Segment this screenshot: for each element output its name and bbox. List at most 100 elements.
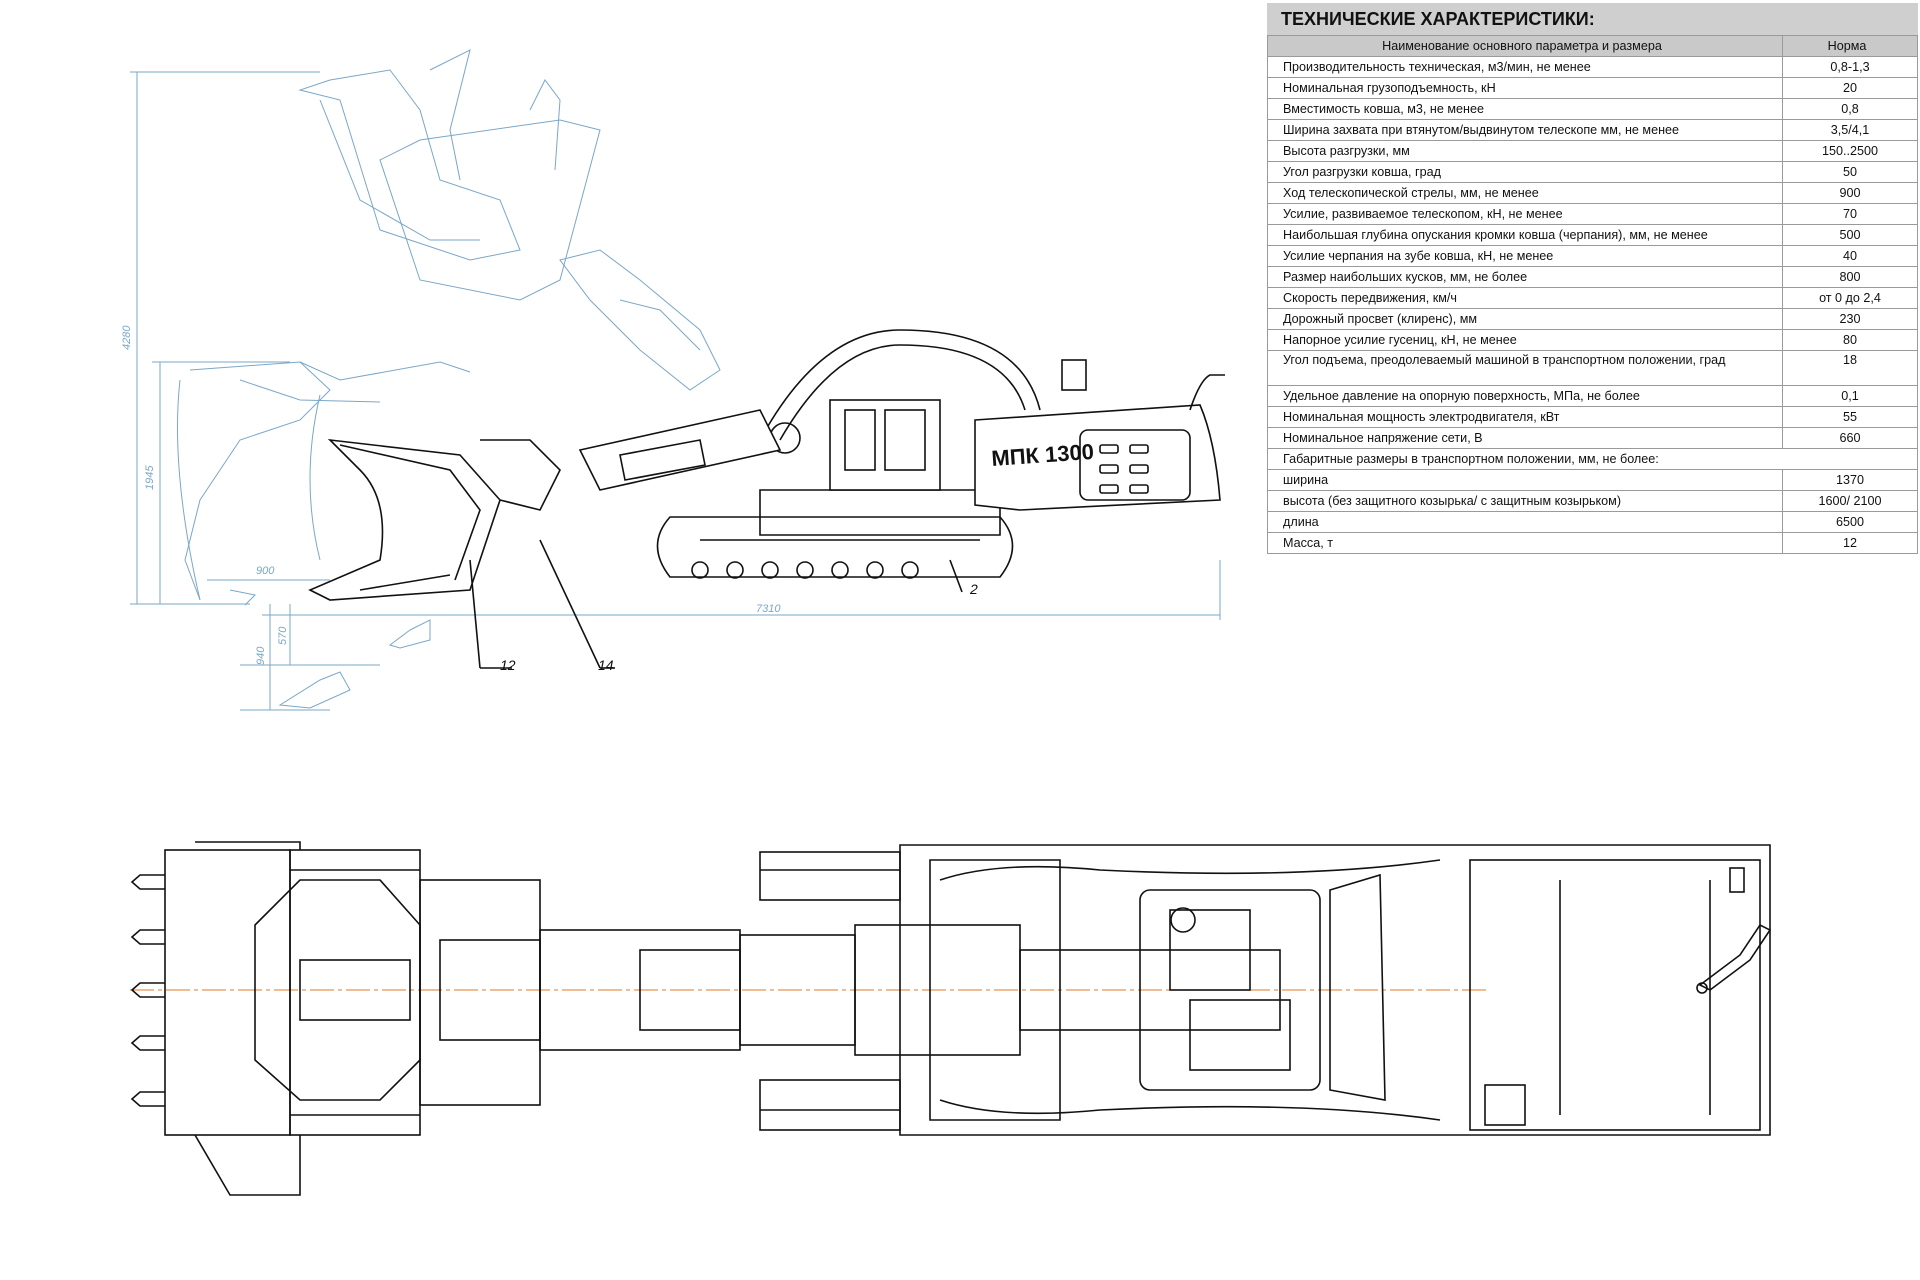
bucket-top (164, 849, 291, 1136)
param-name: высота (без защитного козырька/ с защитн… (1267, 490, 1783, 512)
param-name: Угол подъема, преодолеваемый машиной в т… (1267, 350, 1783, 386)
dim-depth-1: 570 (277, 626, 289, 645)
param-value: 6500 (1782, 511, 1918, 533)
left-track (759, 851, 901, 901)
header-parameter: Наименование основного параметра и разме… (1267, 35, 1783, 57)
roll-cage (759, 329, 1041, 441)
param-name: Удельное давление на опорную поверхность… (1267, 385, 1783, 407)
right-track (759, 1079, 901, 1131)
main-body (899, 844, 1771, 1136)
param-value: 55 (1782, 406, 1918, 428)
param-value: 20 (1782, 77, 1918, 99)
param-name: Размер наибольших кусков, мм, не более (1267, 266, 1783, 288)
param-name: Усилие черпания на зубе ковша, кН, не ме… (1267, 245, 1783, 267)
spec-table: Наименование основного параметра и разме… (1267, 35, 1918, 554)
callout-2: 2 (969, 581, 978, 597)
param-value: 230 (1782, 308, 1918, 330)
param-name: Дорожный просвет (клиренс), мм (1267, 308, 1783, 330)
table-row: Ход телескопической стрелы, мм, не менее… (1267, 182, 1918, 204)
dimension-lines (130, 71, 1221, 711)
top-view-machine (130, 841, 1772, 1196)
table-row: Усилие черпания на зубе ковша, кН, не ме… (1267, 245, 1918, 267)
table-row: Удельное давление на опорную поверхность… (1267, 385, 1918, 407)
param-name: Номинальная мощность электродвигателя, к… (1267, 406, 1783, 428)
table-row: Габаритные размеры в транспортном положе… (1267, 448, 1918, 470)
callout-12: 12 (500, 657, 516, 673)
param-name: Ход телескопической стрелы, мм, не менее (1267, 182, 1783, 204)
param-name: Напорное усилие гусениц, кН, не менее (1267, 329, 1783, 351)
param-value: 800 (1782, 266, 1918, 288)
dim-length: 7310 (756, 603, 781, 615)
dim-reach: 900 (256, 565, 275, 577)
spec-header-row: Наименование основного параметра и разме… (1267, 35, 1918, 57)
param-value: 1600/ 2100 (1782, 490, 1918, 512)
table-row: высота (без защитного козырька/ с защитн… (1267, 490, 1918, 512)
table-row: Ширина захвата при втянутом/выдвинутом т… (1267, 119, 1918, 141)
dim-height-lower: 1945 (144, 465, 156, 490)
telescopic-boom-top (739, 934, 856, 1046)
param-name: Номинальное напряжение сети, В (1267, 427, 1783, 449)
param-name: Производительность техническая, м3/мин, … (1267, 56, 1783, 78)
rear-housing (974, 404, 1221, 511)
spec-title: ТЕХНИЧЕСКИЕ ХАРАКТЕРИСТИКИ: (1267, 3, 1918, 35)
dim-depth-2: 940 (255, 646, 267, 665)
param-value: 0,8-1,3 (1782, 56, 1918, 78)
rear-compartment (1469, 859, 1761, 1131)
param-name: Вместимость ковша, м3, не менее (1267, 98, 1783, 120)
bucket (308, 438, 501, 601)
param-value: 0,1 (1782, 385, 1918, 407)
table-row: Наибольшая глубина опускания кромки ковш… (1267, 224, 1918, 246)
param-name: Наибольшая глубина опускания кромки ковш… (1267, 224, 1783, 246)
param-value: 80 (1782, 329, 1918, 351)
side-view-drawing: 4280 1945 900 7310 570 940 МПК 1300 (121, 49, 1225, 711)
telescopic-boom (578, 409, 782, 491)
param-value: 18 (1782, 350, 1918, 386)
param-name: Номинальная грузоподъемность, кН (1267, 77, 1783, 99)
param-value: 660 (1782, 427, 1918, 449)
param-name: Скорость передвижения, км/ч (1267, 287, 1783, 309)
table-row: Производительность техническая, м3/мин, … (1267, 56, 1918, 78)
param-value: 1370 (1782, 469, 1918, 491)
loader-machine: МПК 1300 (308, 329, 1225, 669)
param-value: 0,8 (1782, 98, 1918, 120)
param-name: Угол разгрузки ковша, град (1267, 161, 1783, 183)
param-value: 3,5/4,1 (1782, 119, 1918, 141)
callout-14: 14 (598, 657, 614, 673)
param-name: Высота разгрузки, мм (1267, 140, 1783, 162)
param-value: 40 (1782, 245, 1918, 267)
param-name: ширина (1267, 469, 1783, 491)
param-name: Ширина захвата при втянутом/выдвинутом т… (1267, 119, 1783, 141)
param-name: Усилие, развиваемое телескопом, кН, не м… (1267, 203, 1783, 225)
param-value: 70 (1782, 203, 1918, 225)
param-name: Масса, т (1267, 532, 1783, 554)
spec-panel: ТЕХНИЧЕСКИЕ ХАРАКТЕРИСТИКИ: Наименование… (1267, 3, 1918, 554)
table-row: Усилие, развиваемое телескопом, кН, не м… (1267, 203, 1918, 225)
table-row: Номинальная мощность электродвигателя, к… (1267, 406, 1918, 428)
table-row: Угол подъема, преодолеваемый машиной в т… (1267, 350, 1918, 386)
dim-height-total: 4280 (121, 325, 133, 350)
bucket-teeth (130, 874, 165, 1107)
param-value: 50 (1782, 161, 1918, 183)
crawler-track (656, 516, 1014, 578)
param-value: от 0 до 2,4 (1782, 287, 1918, 309)
param-group-header: Габаритные размеры в транспортном положе… (1267, 448, 1918, 470)
param-value: 12 (1782, 532, 1918, 554)
bucket-ghost-positions (177, 49, 721, 709)
param-value: 900 (1782, 182, 1918, 204)
param-value: 150..2500 (1782, 140, 1918, 162)
engine-compartment (1139, 889, 1321, 1091)
param-name: длина (1267, 511, 1783, 533)
param-value: 500 (1782, 224, 1918, 246)
